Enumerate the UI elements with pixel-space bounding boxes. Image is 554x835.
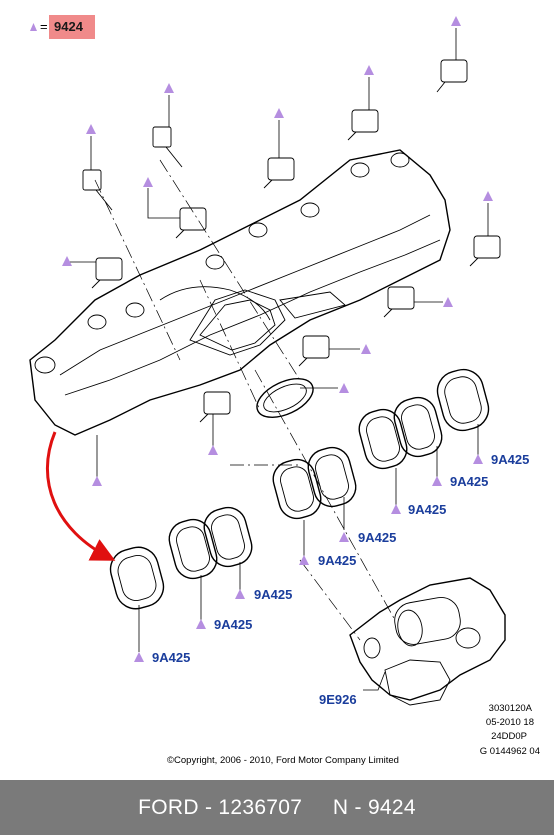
part-label-gasket: 9A425: [318, 553, 356, 568]
part-label-gasket: 9A425: [358, 530, 396, 545]
marker-icon: [299, 555, 309, 565]
part-label-gasket: 9A425: [491, 452, 529, 467]
footer-separator: -: [348, 795, 368, 819]
marker-icon: [235, 589, 245, 599]
marker-icon: [86, 124, 96, 134]
part-labels: 9A425 9A425 9A425 9A425 9A425 9A425 9A42…: [152, 452, 529, 707]
part-markers: [62, 16, 493, 662]
bolt: [383, 286, 415, 318]
part-label-throttle-body: 9E926: [319, 692, 357, 707]
marker-icon: [391, 504, 401, 514]
bolt: [263, 157, 295, 189]
bolt: [436, 59, 468, 93]
figure-id: 3030120A: [489, 703, 533, 714]
marker-icon: [339, 532, 349, 542]
marker-icon: [196, 619, 206, 629]
gasket-single: [109, 546, 165, 610]
marker-icon: [62, 256, 72, 266]
bolt: [199, 391, 231, 423]
bolt: [347, 109, 379, 141]
marker-icon: [483, 191, 493, 201]
footer-brand: FORD: [138, 795, 199, 819]
gasket-pair: [168, 506, 253, 580]
copyright-notice: ©Copyright, 2006 - 2010, Ford Motor Comp…: [167, 755, 399, 766]
marker-icon: [443, 297, 453, 307]
centre-lines: [94, 159, 396, 641]
marker-icon: [364, 65, 374, 75]
footer-separator: -: [198, 795, 219, 819]
marker-icon: [473, 454, 483, 464]
exploded-parts-diagram: = 9424: [29, 15, 540, 766]
marker-icon: [432, 476, 442, 486]
legend-marker-icon: [30, 23, 37, 31]
legend-equals: =: [40, 19, 48, 34]
part-label-gasket: 9A425: [152, 650, 190, 665]
part-label-gasket: 9A425: [408, 502, 446, 517]
stud: [82, 169, 113, 211]
part-label-gasket: 9A425: [214, 617, 252, 632]
part-label-gasket: 9A425: [254, 587, 292, 602]
manifold: [29, 149, 451, 436]
throttle-body: [349, 577, 506, 706]
gasket-pair: [272, 446, 357, 520]
gasket-single: [436, 368, 490, 432]
port-gaskets: [109, 368, 490, 610]
footer-bar: FORD - 1236707 N - 9424: [0, 780, 554, 835]
legend: = 9424: [30, 15, 95, 39]
marker-icon: [274, 108, 284, 118]
bolt: [298, 335, 330, 367]
bolt: [91, 257, 123, 289]
figure-ref: G 0144962 04: [480, 746, 540, 757]
marker-icon: [143, 177, 153, 187]
flange-gasket: [256, 378, 314, 418]
marker-icon: [339, 383, 349, 393]
figure-date: 05-2010 18: [486, 717, 534, 728]
bolt: [469, 235, 501, 267]
gasket-pair: [358, 396, 443, 470]
stud: [152, 126, 183, 168]
fasteners: [82, 59, 501, 423]
marker-icon: [208, 445, 218, 455]
marker-icon: [361, 344, 371, 354]
red-arrow: [45, 431, 116, 561]
footer-n-label: N: [332, 795, 349, 819]
leader-lines: [67, 28, 489, 691]
figure-code: 24DD0P: [491, 731, 527, 742]
marker-icon: [92, 476, 102, 486]
marker-icon: [451, 16, 461, 26]
legend-code: 9424: [54, 19, 84, 34]
marker-icon: [134, 652, 144, 662]
footer-n-value: 9424: [367, 795, 416, 819]
footer-part-number: 1236707: [218, 795, 303, 819]
bolt: [175, 207, 207, 239]
part-label-gasket: 9A425: [450, 474, 488, 489]
legend-code-highlight: [49, 15, 95, 39]
marker-icon: [164, 83, 174, 93]
figure-meta: 3030120A 05-2010 18 24DD0P G 0144962 04: [480, 703, 540, 757]
